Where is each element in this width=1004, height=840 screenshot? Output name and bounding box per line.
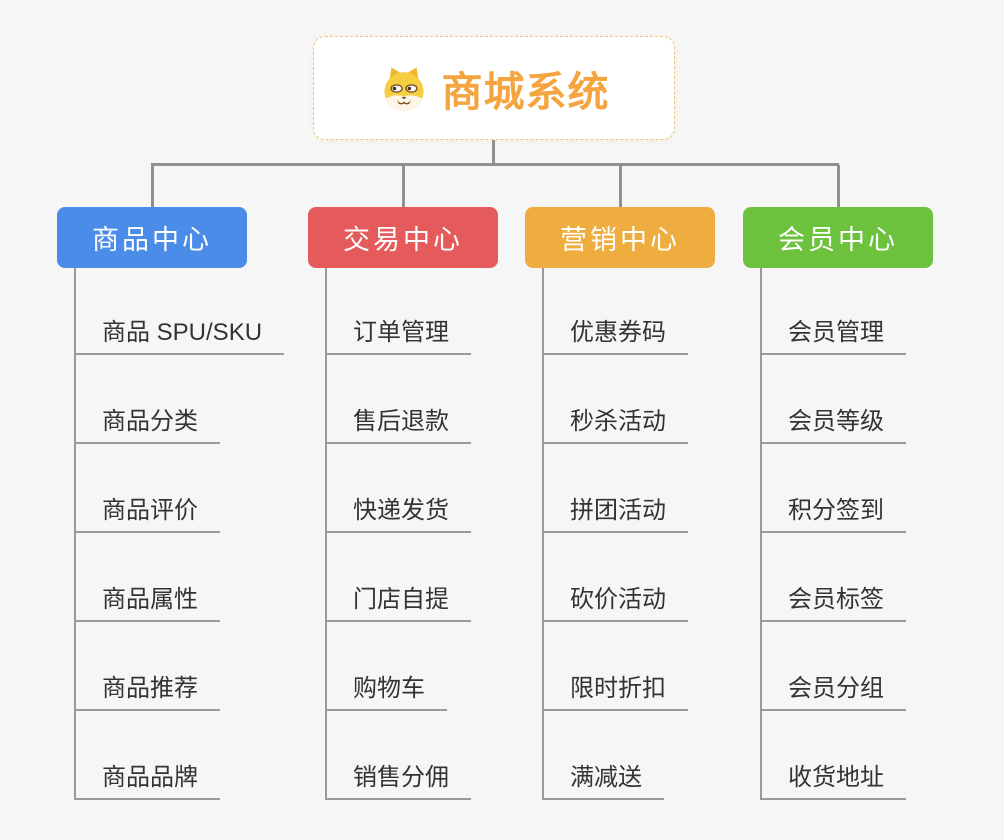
branch-items-member-center: 会员管理 会员等级 积分签到 会员标签 会员分组 收货地址 <box>760 268 906 800</box>
leaf-row: 会员标签 <box>760 533 906 622</box>
dog-face-icon <box>383 66 424 111</box>
leaf-row: 订单管理 <box>325 268 471 355</box>
leaf-node[interactable]: 会员分组 <box>760 668 906 711</box>
leaf-row: 门店自提 <box>325 533 471 622</box>
branch-items-trade-center: 订单管理 售后退款 快递发货 门店自提 购物车 销售分佣 <box>325 268 471 800</box>
connector-root-stub <box>492 140 495 166</box>
branch-node-trade-center[interactable]: 交易中心 <box>308 207 498 268</box>
leaf-node[interactable]: 门店自提 <box>325 579 471 622</box>
leaf-node[interactable]: 商品评价 <box>74 490 220 533</box>
leaf-row: 会员管理 <box>760 268 906 355</box>
leaf-node[interactable]: 商品分类 <box>74 401 220 444</box>
leaf-node[interactable]: 商品品牌 <box>74 757 220 800</box>
leaf-node[interactable]: 商品 SPU/SKU <box>74 312 285 355</box>
leaf-row: 商品推荐 <box>74 622 284 711</box>
leaf-row: 商品品牌 <box>74 711 284 800</box>
branch-marketing-center: 营销中心 优惠券码 秒杀活动 拼团活动 砍价活动 限时折扣 满减送 <box>525 207 715 800</box>
root-node[interactable]: 商城系统 <box>313 36 675 140</box>
leaf-node[interactable]: 会员管理 <box>760 312 906 355</box>
leaf-node[interactable]: 满减送 <box>542 757 664 800</box>
leaf-node[interactable]: 售后退款 <box>325 401 471 444</box>
branch-trade-center: 交易中心 订单管理 售后退款 快递发货 门店自提 购物车 销售分佣 <box>308 207 498 800</box>
leaf-node[interactable]: 订单管理 <box>325 312 471 355</box>
leaf-node[interactable]: 快递发货 <box>325 490 471 533</box>
leaf-node[interactable]: 优惠券码 <box>542 312 688 355</box>
leaf-row: 商品评价 <box>74 444 284 533</box>
branch-node-product-center[interactable]: 商品中心 <box>57 207 247 268</box>
leaf-node[interactable]: 销售分佣 <box>325 757 471 800</box>
leaf-node[interactable]: 砍价活动 <box>542 579 688 622</box>
connector-drop-member-center <box>837 165 840 208</box>
leaf-node[interactable]: 购物车 <box>325 668 447 711</box>
leaf-row: 销售分佣 <box>325 711 471 800</box>
leaf-row: 限时折扣 <box>542 622 688 711</box>
leaf-node[interactable]: 会员标签 <box>760 579 906 622</box>
leaf-row: 砍价活动 <box>542 533 688 622</box>
leaf-row: 售后退款 <box>325 355 471 444</box>
leaf-row: 优惠券码 <box>542 268 688 355</box>
leaf-node[interactable]: 限时折扣 <box>542 668 688 711</box>
leaf-row: 会员等级 <box>760 355 906 444</box>
connector-bus <box>151 163 839 166</box>
leaf-node[interactable]: 商品推荐 <box>74 668 220 711</box>
leaf-node[interactable]: 积分签到 <box>760 490 906 533</box>
leaf-node[interactable]: 收货地址 <box>760 757 906 800</box>
branch-member-center: 会员中心 会员管理 会员等级 积分签到 会员标签 会员分组 收货地址 <box>743 207 933 800</box>
leaf-row: 积分签到 <box>760 444 906 533</box>
leaf-node[interactable]: 秒杀活动 <box>542 401 688 444</box>
leaf-node[interactable]: 拼团活动 <box>542 490 688 533</box>
leaf-row: 会员分组 <box>760 622 906 711</box>
leaf-row: 购物车 <box>325 622 471 711</box>
connector-drop-product-center <box>151 165 154 208</box>
branch-node-marketing-center[interactable]: 营销中心 <box>525 207 715 268</box>
connector-drop-marketing-center <box>619 165 622 208</box>
leaf-row: 商品分类 <box>74 355 284 444</box>
leaf-node[interactable]: 商品属性 <box>74 579 220 622</box>
branch-items-product-center: 商品 SPU/SKU 商品分类 商品评价 商品属性 商品推荐 商品品牌 <box>74 268 285 800</box>
branch-node-member-center[interactable]: 会员中心 <box>743 207 933 268</box>
leaf-row: 拼团活动 <box>542 444 688 533</box>
leaf-row: 商品 SPU/SKU <box>74 268 285 355</box>
leaf-row: 收货地址 <box>760 711 906 800</box>
connector-drop-trade-center <box>402 165 405 208</box>
leaf-row: 快递发货 <box>325 444 471 533</box>
leaf-row: 商品属性 <box>74 533 284 622</box>
root-title: 商城系统 <box>441 69 610 115</box>
leaf-row: 满减送 <box>542 711 688 800</box>
leaf-node[interactable]: 会员等级 <box>760 401 906 444</box>
branch-product-center: 商品中心 商品 SPU/SKU 商品分类 商品评价 商品属性 商品推荐 商品品牌 <box>57 207 285 800</box>
branch-items-marketing-center: 优惠券码 秒杀活动 拼团活动 砍价活动 限时折扣 满减送 <box>542 268 688 800</box>
leaf-row: 秒杀活动 <box>542 355 688 444</box>
